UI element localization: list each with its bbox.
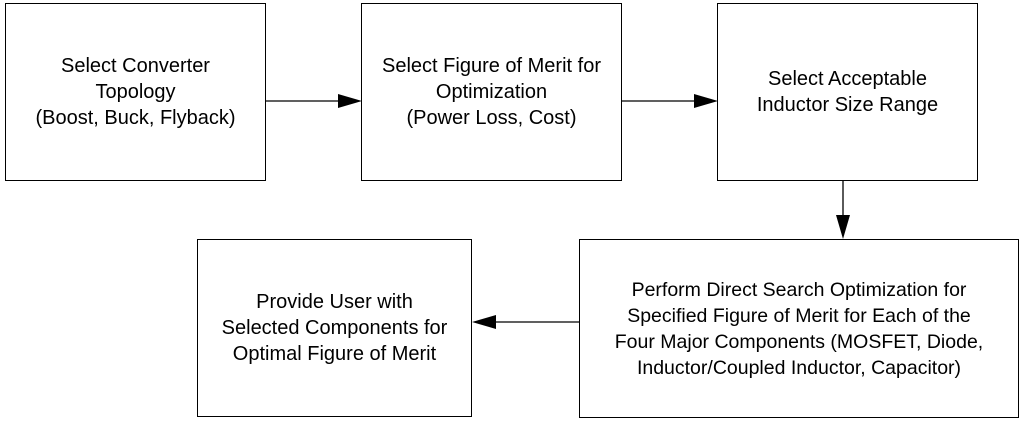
- node-text-line: (Power Loss, Cost): [406, 107, 577, 129]
- node-text-line: Selected Components for: [221, 317, 448, 339]
- node-text-line: Inductor Size Range: [756, 94, 939, 116]
- node-text-line: Specified Figure of Merit for Each of th…: [627, 304, 971, 327]
- arrow-inductor-size-to-direct-search: [836, 180, 850, 239]
- node-text-line: Perform Direct Search Optimization for: [631, 278, 967, 301]
- node-label: Provide User with Selected Components fo…: [222, 289, 448, 367]
- arrow-topology-to-figure-of-merit: [266, 94, 362, 108]
- node-label: Select Acceptable Inductor Size Range: [757, 66, 938, 118]
- node-text-line: Provide User with: [256, 291, 413, 313]
- node-label: Perform Direct Search Optimization for S…: [615, 277, 983, 381]
- node-select-inductor-size-range: Select Acceptable Inductor Size Range: [717, 3, 978, 181]
- arrow-figure-of-merit-to-inductor-size: [622, 94, 718, 108]
- node-text-line: Topology: [95, 81, 176, 103]
- node-text-line: Select Converter: [61, 55, 210, 77]
- node-text-line: Optimal Figure of Merit: [232, 343, 437, 365]
- node-text-line: (Boost, Buck, Flyback): [35, 107, 236, 129]
- node-label: Select Converter Topology (Boost, Buck, …: [35, 53, 235, 131]
- node-text-line: Inductor/Coupled Inductor, Capacitor): [636, 356, 962, 379]
- arrow-direct-search-to-provide-user: [472, 315, 579, 329]
- node-label: Select Figure of Merit for Optimization …: [382, 53, 601, 131]
- node-provide-user-components: Provide User with Selected Components fo…: [197, 239, 472, 417]
- node-perform-direct-search: Perform Direct Search Optimization for S…: [579, 239, 1019, 418]
- node-text-line: Four Major Components (MOSFET, Diode,: [614, 330, 984, 353]
- node-text-line: Select Acceptable: [767, 68, 927, 90]
- node-select-figure-of-merit: Select Figure of Merit for Optimization …: [361, 3, 622, 181]
- node-text-line: Select Figure of Merit for: [382, 55, 601, 77]
- node-select-converter-topology: Select Converter Topology (Boost, Buck, …: [5, 3, 266, 181]
- node-text-line: Optimization: [435, 81, 548, 103]
